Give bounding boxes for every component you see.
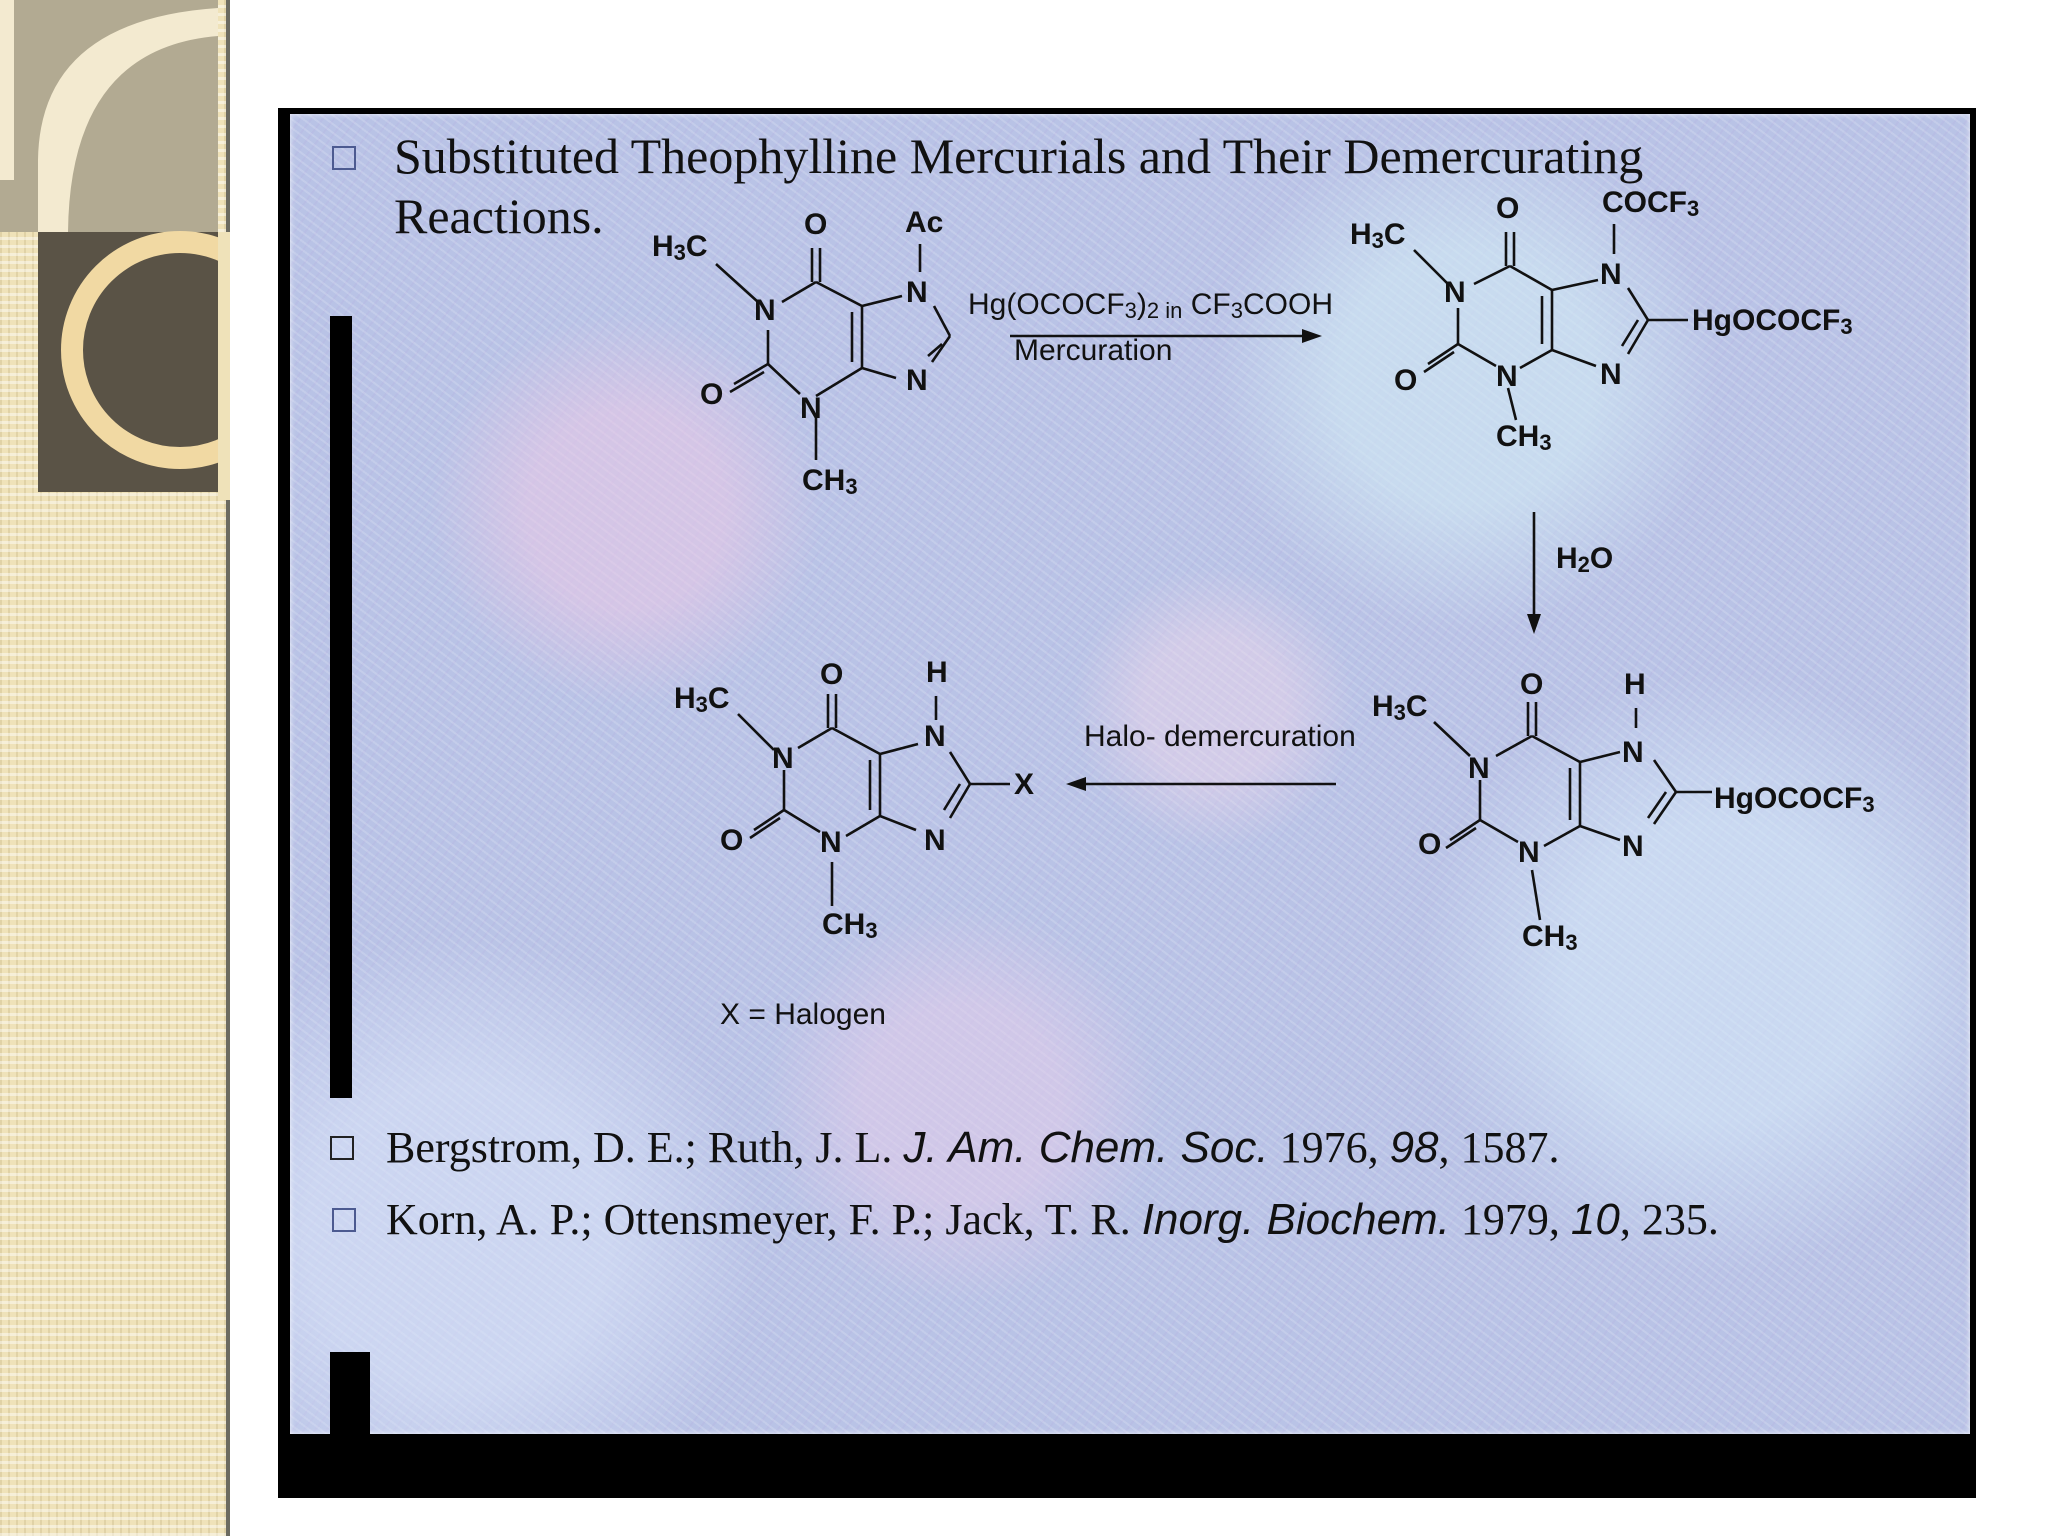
methyl-label: H3C [1350,218,1406,253]
content-panel [290,114,1970,1434]
arrow-hydrolysis: H2O [1527,512,1613,634]
molecule-product: O H H3C N N N N O X CH3 [674,656,1034,943]
reaction-scheme: O Ac H3C N N N N O CH3 Hg(OCOCF3)2 in CF… [652,186,1875,1031]
reference-bullet [330,1136,354,1160]
atom-n: N [1622,736,1644,769]
reference-bullet [332,1208,356,1232]
atom-o: O [1418,828,1441,861]
reagent-label: Hg(OCOCF3)2 in CF3COOH [968,288,1333,323]
reference-volume: 98 [1389,1123,1439,1172]
methyl-label: H3C [674,682,730,717]
atom-o: O [820,658,843,691]
decorative-emblem [0,0,230,500]
substituent-hg: HgOCOCF3 [1714,782,1875,817]
atom-n: N [800,392,822,425]
atom-o: O [700,378,723,411]
reference-volume: 10 [1570,1195,1620,1244]
reference-page: , 235. [1619,1195,1719,1244]
proton-label: H [926,656,948,689]
methyl-label: H3C [1372,690,1428,725]
methyl-label: CH3 [1496,420,1552,455]
atom-n: N [924,824,946,857]
atom-n: N [1622,830,1644,863]
atom-n: N [754,294,776,327]
atom-o: O [1394,364,1417,397]
atom-o: O [1496,192,1519,225]
arrow-halodemercuration: Halo- demercuration [1066,720,1356,791]
reference-journal: J. Am. Chem. Soc. [903,1123,1269,1172]
atom-n: N [906,276,928,309]
atom-n: N [1444,276,1466,309]
atom-o: O [720,824,743,857]
reference-journal: Inorg. Biochem. [1141,1195,1450,1244]
halogen-label: X [1014,768,1034,801]
proton-label: H [1624,668,1646,701]
slide-title: Substituted Theophylline Mercurials and … [394,128,1644,244]
reference-page: , 1587. [1438,1123,1560,1172]
left-accent-block [330,1352,370,1442]
atom-n: N [772,742,794,775]
mercuration-label: Mercuration [1014,334,1172,367]
atom-n: N [1468,752,1490,785]
atom-o: O [1520,668,1543,701]
reference-2: Korn, A. P.; Ottensmeyer, F. P.; Jack, T… [386,1194,1719,1246]
methyl-label: CH3 [822,908,878,943]
atom-n: N [1496,360,1518,393]
atom-o: O [804,208,827,241]
substituent-ac: Ac [905,206,943,239]
molecule-start: O Ac H3C N N N N O CH3 [652,206,952,499]
reference-1: Bergstrom, D. E.; Ruth, J. L. J. Am. Che… [386,1122,1560,1174]
reference-authors: Bergstrom, D. E.; Ruth, J. L. [386,1123,904,1172]
sidebar-divider [226,0,230,1536]
reference-year: 1979, [1449,1195,1571,1244]
substituent-hg: HgOCOCF3 [1692,304,1853,339]
left-accent-bar [330,316,352,1098]
substituent-cocf3: COCF3 [1602,186,1699,221]
atom-n: N [906,364,928,397]
methyl-label: H3C [652,230,708,265]
title-bullet [332,146,356,170]
molecule-mercurial: O H H3C N N N N O HgOCOCF3 CH3 [1372,668,1875,955]
water-label: H2O [1556,542,1613,577]
atom-n: N [820,826,842,859]
methyl-label: CH3 [802,464,858,499]
atom-n: N [924,720,946,753]
atom-n: N [1600,358,1622,391]
reference-authors: Korn, A. P.; Ottensmeyer, F. P.; Jack, T… [386,1195,1142,1244]
arrow-mercuration: Hg(OCOCF3)2 in CF3COOH Mercuration [968,288,1333,367]
molecule-intermediate: O COCF3 H3C N N N N O HgOCOCF3 CH3 [1350,186,1853,455]
atom-n: N [1518,836,1540,869]
halodemercuration-label: Halo- demercuration [1084,720,1356,753]
halogen-footnote: X = Halogen [720,998,886,1031]
methyl-label: CH3 [1522,920,1578,955]
reference-year: 1976, [1268,1123,1390,1172]
atom-n: N [1600,258,1622,291]
